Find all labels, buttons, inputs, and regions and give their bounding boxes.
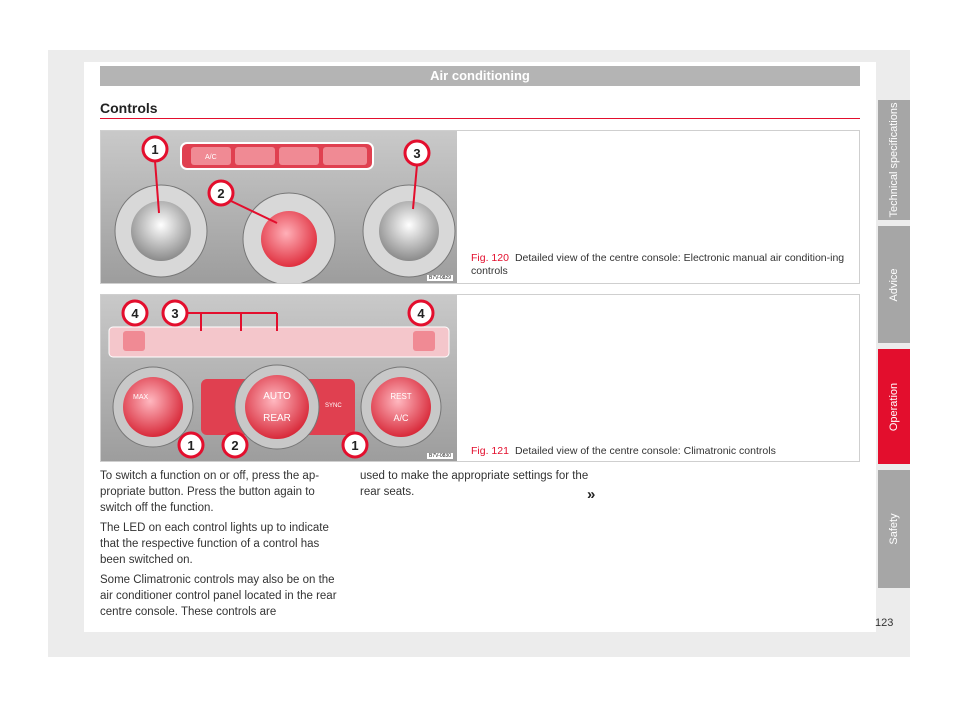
svg-text:1: 1 [351,438,358,453]
tab-technical-specifications[interactable]: Technical specifications [878,100,910,220]
left-temperature-knob [123,377,183,437]
caption-text: Detailed view of the centre console: Cli… [514,445,776,457]
page-number: 123 [875,617,894,629]
callout-1-right [341,431,369,459]
svg-text:3: 3 [171,306,178,321]
callout-4-left [121,299,149,327]
fan-speed-knob [261,211,317,267]
svg-text:4: 4 [131,306,139,321]
right-temperature-knob [371,377,431,437]
sync-label: SYNC [325,403,342,409]
paragraph: Some Climatronic controls may also be on… [100,574,337,618]
svg-text:1: 1 [151,142,158,157]
callout-3 [161,299,189,327]
continued-icon: » [587,486,596,503]
paragraph: The LED on each control lights up to ind… [100,522,329,566]
figure-121-caption: Fig. 121 Detailed view of the centre cons… [471,445,851,458]
climatronic-controls-illustration: MAX AUTO REAR SYNC REST A/C 4 3 4 1 2 [108,299,450,459]
svg-text:3: 3 [413,146,420,161]
top-button-strip [108,326,450,358]
svg-text:2: 2 [231,438,238,453]
callout-1 [141,135,169,163]
chapter-header: Air conditioning [100,66,860,86]
max-label: MAX [133,394,149,401]
tab-safety[interactable]: Safety [878,470,910,588]
auto-label: AUTO [263,391,291,402]
svg-text:1: 1 [187,438,194,453]
air-distribution-knob [379,201,439,261]
figure-number: Fig. 120 [471,252,509,264]
callout-1-left [177,431,205,459]
manual-ac-controls-illustration: A/C 1 2 3 [114,135,456,283]
section-divider [100,118,860,119]
paragraph: To switch a function on or off, press th… [100,470,320,514]
figure-number: Fig. 121 [471,445,509,457]
body-column-right: used to make the appropriate settings fo… [360,468,610,504]
callout-3 [403,139,431,167]
center-auto-knob [245,375,309,439]
ac-button-label: A/C [205,154,217,161]
image-code: B7V-0830 [427,453,453,459]
image-code: B7V-0829 [427,275,453,281]
section-title: Controls [100,100,158,116]
callout-2 [207,179,235,207]
svg-text:2: 2 [217,186,224,201]
figure-121: MAX AUTO REAR SYNC REST A/C 4 3 4 1 2 [100,294,860,462]
figure-120-image: A/C 1 2 3 B7V-0829 [101,131,457,283]
svg-text:4: 4 [417,306,425,321]
rear-label: REAR [263,413,291,424]
paragraph: used to make the appropriate settings fo… [360,470,589,498]
tab-operation[interactable]: Operation [878,349,910,464]
body-column-left: To switch a function on or off, press th… [100,468,345,624]
seat-heater-knob [131,201,191,261]
rest-label: REST [390,392,411,401]
callout-4-right [407,299,435,327]
callout-2 [221,431,249,459]
figure-121-image: MAX AUTO REAR SYNC REST A/C 4 3 4 1 2 [101,295,457,461]
caption-text: Detailed view of the centre console: Ele… [471,252,845,277]
tab-advice[interactable]: Advice [878,226,910,343]
ac-label: A/C [393,413,409,423]
